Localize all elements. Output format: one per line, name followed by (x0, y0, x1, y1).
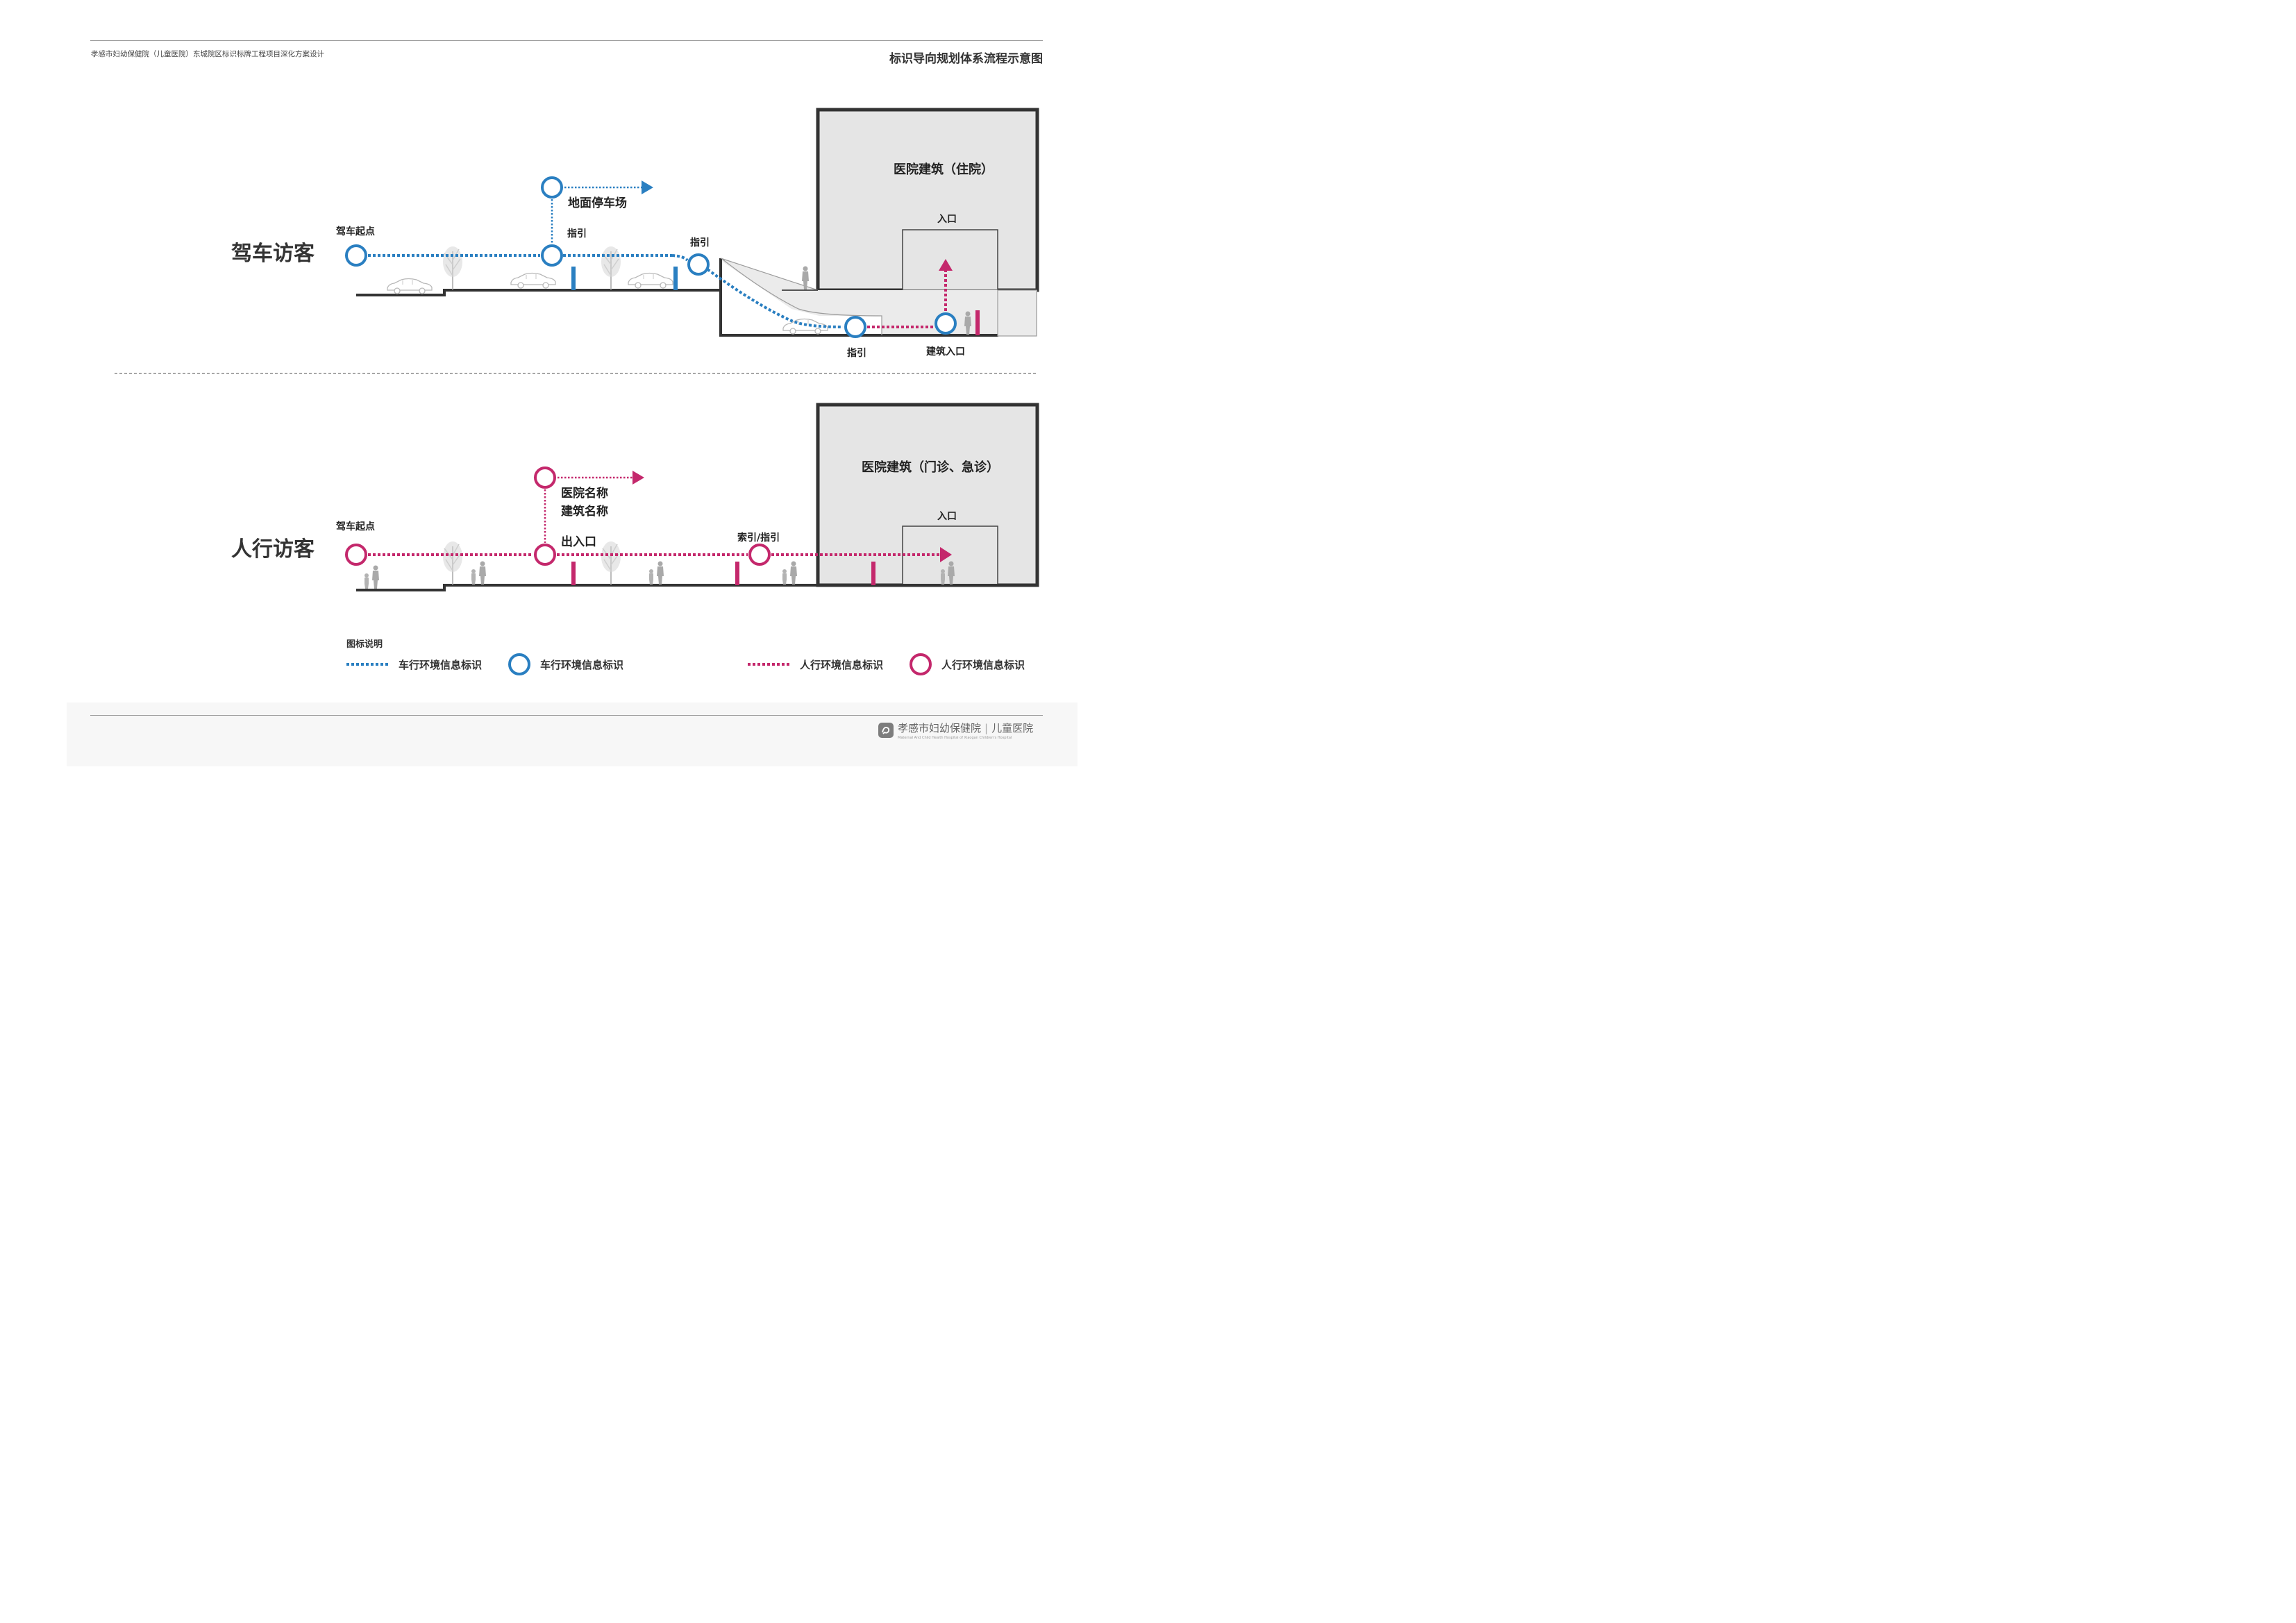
vehicle-route (671, 254, 689, 262)
legend-vehicle-line-label: 车行环境信息标识 (399, 659, 482, 671)
guide-node (844, 316, 866, 338)
footer-rule (90, 715, 1043, 716)
index-guide-node (748, 544, 771, 566)
tree-illustration (442, 246, 463, 290)
legend-ped-node-label: 人行环境信息标识 (941, 659, 1025, 671)
outpatient-entrance-label: 入口 (937, 511, 957, 522)
guide-label: 指引 (690, 237, 710, 249)
inpatient-entrance-label: 入口 (937, 214, 957, 225)
building-name-label: 建筑名称 (561, 504, 608, 519)
legend-title: 图标说明 (346, 639, 383, 650)
basement-floor (719, 258, 998, 337)
guide-node (541, 244, 563, 267)
page-title: 标识导向规划体系流程示意图 (889, 52, 1043, 66)
inpatient-building-label: 医院建筑（住院） (894, 162, 994, 177)
child-illustration (471, 569, 476, 585)
pedestrian-sign-post (975, 310, 980, 335)
hospital-name-label: 医院名称 (561, 486, 608, 501)
walking-section-title: 人行访客 (231, 537, 315, 562)
pedestrian-sign-post (871, 562, 875, 585)
vehicle-sign-post (571, 267, 576, 290)
child-illustration (364, 573, 369, 589)
child-illustration (649, 569, 653, 585)
pedestrian-arrow-head (940, 547, 952, 562)
logo-hospital-sub: 儿童医院 (991, 722, 1034, 734)
drive-start-label: 驾车起点 (335, 226, 375, 237)
building-entrance-node (935, 312, 957, 335)
child-illustration (941, 569, 945, 585)
child-illustration (782, 569, 787, 585)
logo-english-sub: Children's Hospital (979, 736, 1012, 740)
ramp-top-edge (720, 258, 819, 291)
names-arrow-head (632, 471, 644, 485)
building-entrance-label: 建筑入口 (926, 346, 965, 358)
driving-ground-line (356, 289, 721, 296)
legend-ped-line-label: 人行环境信息标识 (800, 659, 883, 671)
legend-ped-node-swatch (910, 653, 932, 675)
guide-label: 指引 (567, 228, 587, 239)
hospital-logo-icon (878, 723, 894, 738)
parking-node (541, 176, 563, 199)
guide-node (687, 253, 710, 276)
exit-entrance-node (534, 544, 556, 566)
ramp-outline (721, 258, 882, 335)
person-illustration (479, 561, 486, 585)
car-illustration (628, 272, 673, 289)
entrance-arrow-head (939, 259, 953, 271)
header-rule (90, 40, 1043, 41)
tree-illustration (601, 246, 621, 290)
pedestrian-sign-post (735, 562, 739, 585)
exit-entrance-label: 出入口 (561, 535, 596, 549)
walk-start-node (345, 544, 367, 566)
basement-fill (721, 258, 1037, 335)
signage-flow-diagram: 驾车访客 医院建筑（住院） 入口 驾车起点 地面停车场 指引 指引 指引 建筑入 (115, 108, 1039, 675)
walk-start-label: 驾车起点 (335, 521, 375, 532)
logo-hospital-name: 孝感市妇幼保健院 (898, 722, 982, 734)
legend-vehicle-node-swatch (508, 653, 530, 675)
walking-ground-line (356, 584, 1037, 591)
person-illustration (657, 561, 664, 585)
tree-illustration (601, 541, 621, 585)
car-illustration (387, 278, 433, 294)
index-guide-label: 索引/指引 (737, 532, 780, 544)
project-title: 孝感市妇幼保健院（儿童医院）东城院区标识标牌工程项目深化方案设计 (91, 50, 324, 58)
pedestrian-sign-post (571, 562, 576, 585)
logo-english-name: Maternal And Child Health Hospital of Xi… (898, 736, 978, 740)
outpatient-building-label: 医院建筑（门诊、急诊） (862, 460, 999, 475)
parking-arrow-head (642, 180, 653, 194)
footer-band (67, 703, 1078, 766)
guide-label: 指引 (847, 347, 866, 359)
car-illustration (510, 272, 556, 289)
hospital-logo: 孝感市妇幼保健院|儿童医院 Maternal And Child Health … (878, 721, 1033, 740)
vehicle-sign-post (673, 267, 678, 290)
basement-right-block (997, 289, 1037, 337)
vehicle-ramp-route (706, 268, 844, 328)
person-illustration (372, 565, 379, 589)
parking-label: 地面停车场 (568, 196, 627, 210)
driving-section-title: 驾车访客 (231, 242, 315, 266)
inpatient-entrance-door (902, 229, 998, 291)
person-illustration (790, 561, 797, 585)
tree-illustration (442, 541, 463, 585)
legend-vehicle-node-label: 车行环境信息标识 (540, 659, 623, 671)
drive-start-node (345, 244, 367, 267)
names-node (534, 466, 556, 489)
